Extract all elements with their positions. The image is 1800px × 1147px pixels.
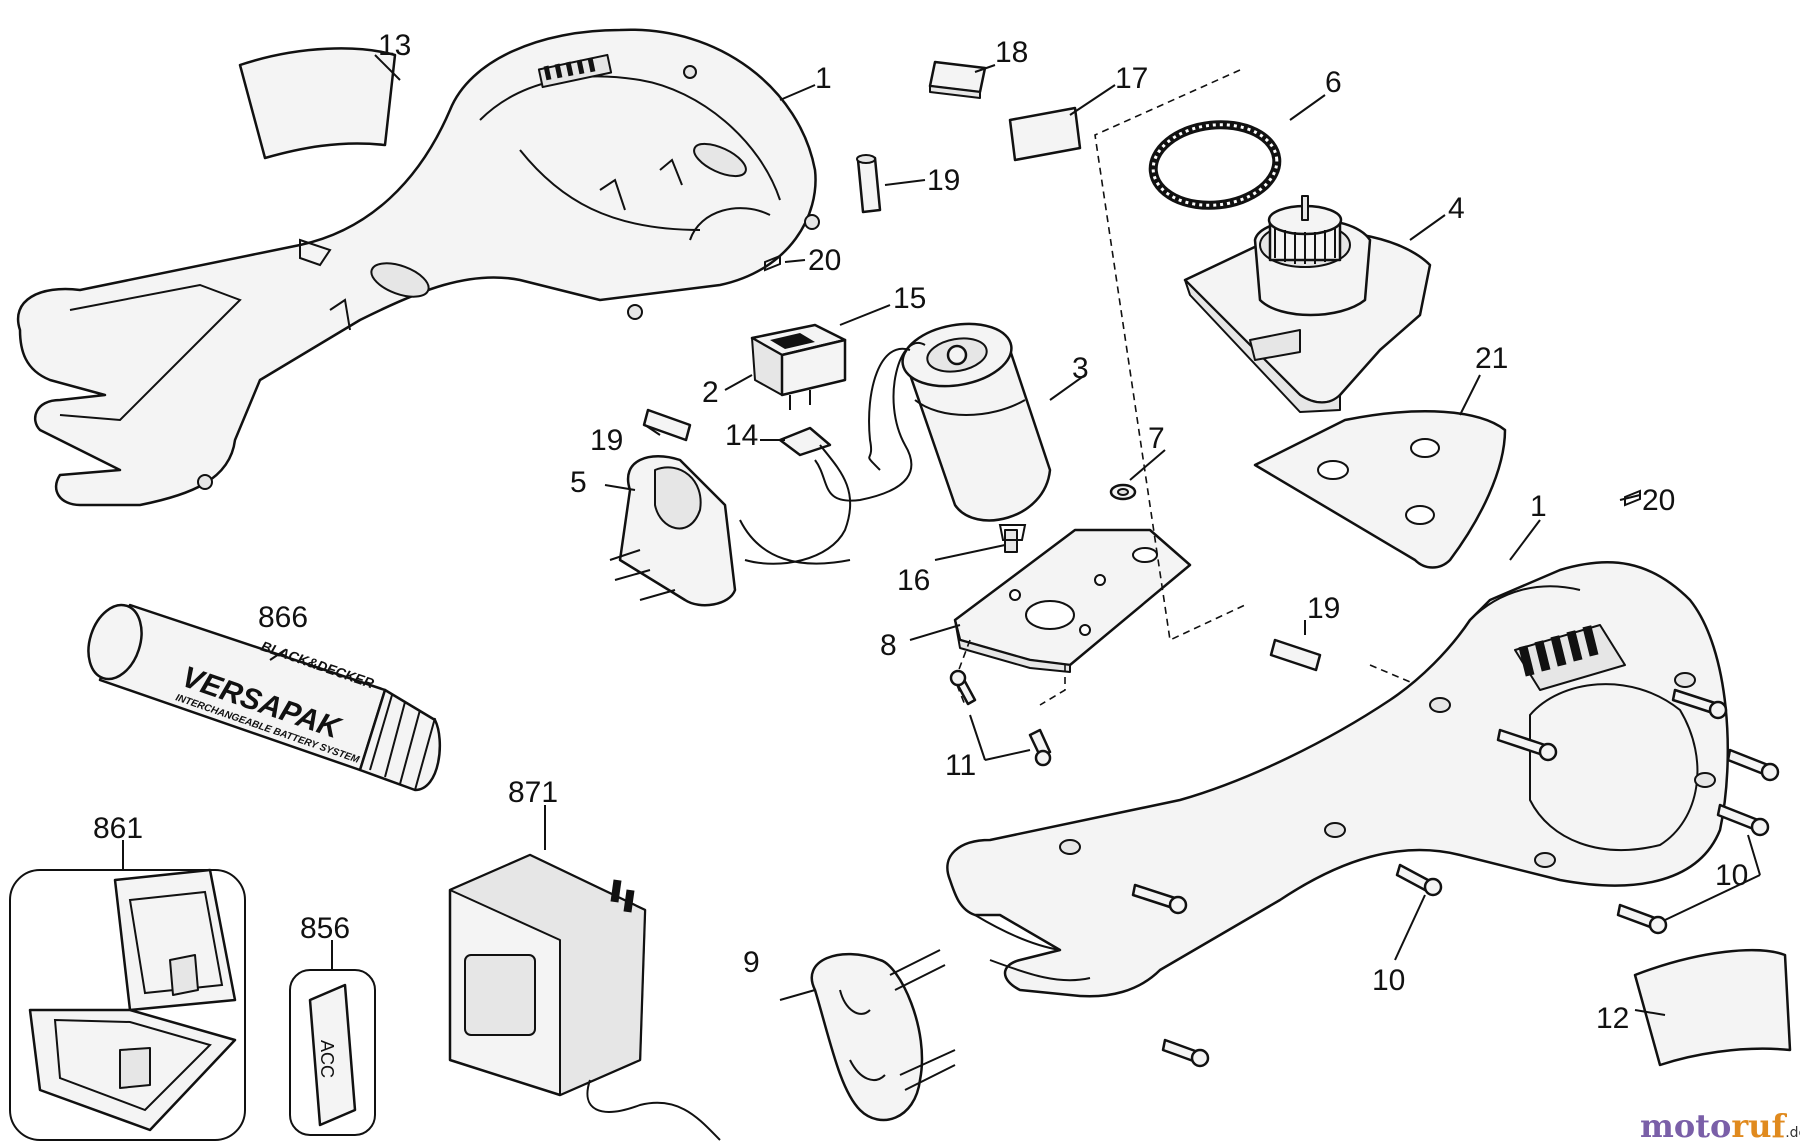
part-number-labels: 13 1 18 17 6 4 19 20 15 2 3 7 21 20 1 14… [93, 29, 1748, 1035]
terminal [778, 426, 832, 457]
label-861: 861 [93, 812, 143, 845]
label-866: 866 [258, 601, 308, 634]
label-10-right: 10 [1715, 859, 1748, 892]
sanding-sheet [1253, 410, 1507, 569]
left-nameplate [238, 47, 397, 160]
label-9: 9 [743, 946, 760, 979]
label-14: 14 [725, 419, 758, 452]
pin-top [856, 156, 882, 214]
label-13: 13 [378, 29, 411, 62]
label-20-right: 20 [1642, 484, 1675, 517]
label-8: 8 [880, 629, 897, 662]
storage-case [9, 868, 246, 1141]
label-5: 5 [570, 466, 587, 499]
accessory-label: ACC [289, 969, 376, 1136]
label-21: 21 [1475, 342, 1508, 375]
base-plate [953, 528, 1192, 673]
switch-plate [609, 455, 851, 607]
label-19-top: 19 [927, 164, 960, 197]
platen-assembly [1183, 195, 1432, 413]
label-1-left: 1 [815, 62, 832, 95]
pin-mid [642, 408, 692, 442]
label-18: 18 [995, 36, 1028, 69]
label-4: 4 [1448, 192, 1465, 225]
watermark-part2: ruf [1731, 1107, 1787, 1145]
label-19-mid: 19 [590, 424, 623, 457]
leader-lines [122, 54, 1761, 1016]
accessory-print-text: ACC [317, 1040, 337, 1078]
label-12: 12 [1596, 1002, 1629, 1035]
label-871: 871 [508, 776, 558, 809]
drive-belt [1148, 120, 1282, 210]
watermark-part1: moto [1640, 1107, 1731, 1145]
label-15: 15 [893, 282, 926, 315]
label-856: 856 [300, 912, 350, 945]
motor [814, 322, 1052, 553]
label-6: 6 [1325, 66, 1342, 99]
clip-right [1624, 489, 1641, 507]
housing-screws [1131, 688, 1780, 1068]
right-nameplate [1633, 948, 1792, 1067]
label-10-left: 10 [1372, 964, 1405, 997]
svg-text:motoruf.de: motoruf.de [1640, 1107, 1800, 1145]
bearing [1109, 483, 1137, 501]
watermark: motoruf.de [1640, 1107, 1800, 1145]
label-2: 2 [702, 376, 719, 409]
switch [750, 323, 847, 410]
battery-clip [810, 949, 956, 1122]
charger [448, 853, 721, 1141]
label-20-top: 20 [808, 244, 841, 277]
pin-right [1269, 638, 1322, 672]
clip-top [764, 254, 781, 272]
label-11: 11 [945, 749, 976, 782]
label-7: 7 [1148, 422, 1165, 455]
pads [928, 60, 1082, 162]
label-16: 16 [897, 564, 930, 597]
label-19-right: 19 [1307, 592, 1340, 625]
left-housing [16, 28, 820, 507]
label-17: 17 [1115, 62, 1148, 95]
base-screws [949, 669, 1052, 767]
label-1-right: 1 [1530, 490, 1547, 523]
label-3: 3 [1072, 352, 1089, 385]
watermark-part3: .de [1785, 1125, 1800, 1141]
